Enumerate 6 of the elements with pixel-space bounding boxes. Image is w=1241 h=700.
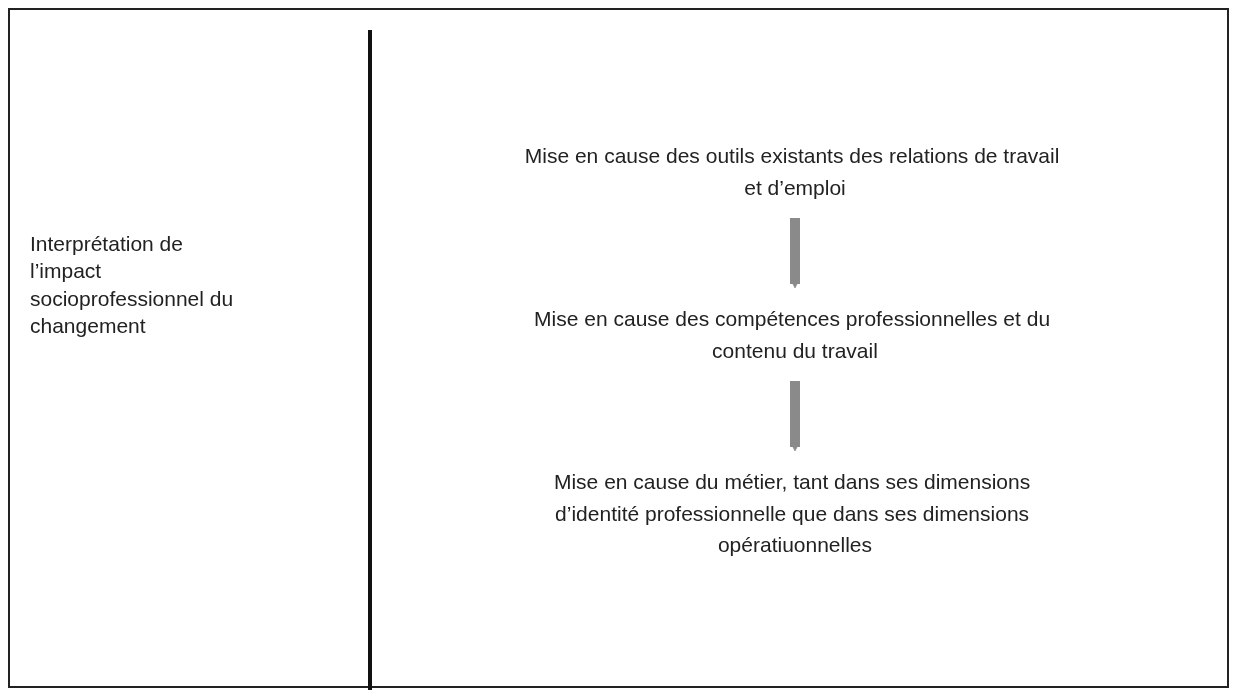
side-heading: Interprétation de l’impact socioprofessionnel du changement [30, 231, 235, 339]
arrow [790, 380, 800, 452]
node-text: Mise en cause du métier, tant dans ses dimensions d’identité professionnelle que dans ses dimensions opératiuonnelles [553, 469, 1031, 556]
node-text: Mise en cause des compétences professionnelles et du contenu du travail [534, 306, 1051, 362]
arrow [790, 217, 800, 289]
node-text: Mise en cause des outils existants des relations de travail et d’emploi [524, 143, 1060, 199]
